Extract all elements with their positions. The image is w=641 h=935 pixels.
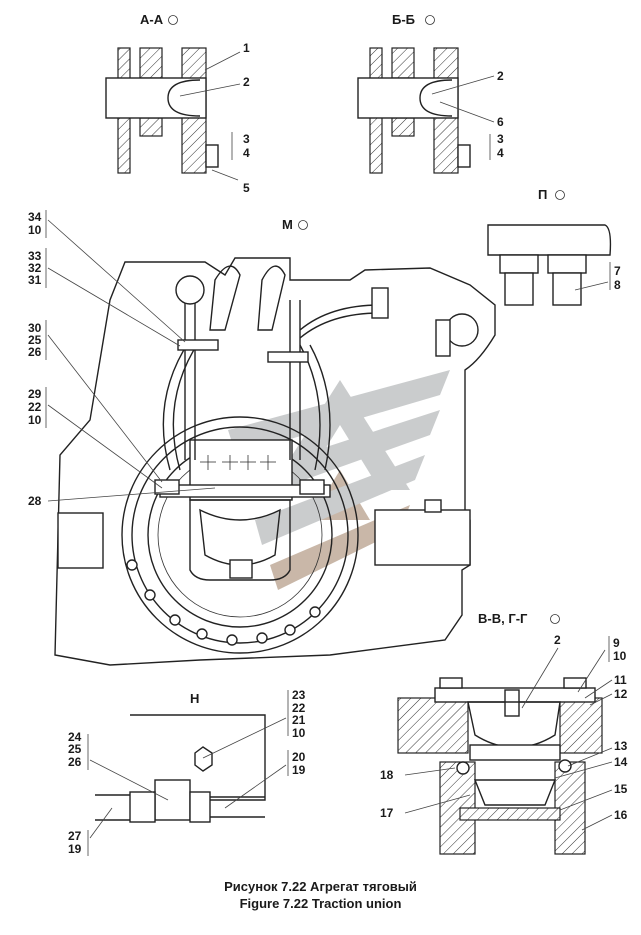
view-n-title: Н [190, 691, 199, 706]
callout-bb-4: 4 [497, 146, 504, 160]
callout-p-8: 8 [614, 278, 621, 292]
view-bb-marker-icon [425, 15, 435, 25]
view-p: П 7 8 [487, 187, 621, 306]
view-bb: Б-Б 2 6 3 4 [357, 12, 504, 174]
view-p-title: П [538, 187, 547, 202]
view-aa: А-А 1 2 3 4 5 [105, 12, 250, 195]
callout-n-27: 27 [68, 829, 82, 843]
callout-aa-3: 3 [243, 132, 250, 146]
callout-aa-2: 2 [243, 75, 250, 89]
callout-n-26: 26 [68, 755, 82, 769]
callout-m-10a: 10 [28, 223, 42, 237]
callout-m-28: 28 [28, 494, 42, 508]
callout-n-23: 23 [292, 688, 306, 702]
callout-n-10: 10 [292, 726, 306, 740]
view-vv-title: В-В, Г-Г [478, 611, 528, 626]
view-bb-title: Б-Б [392, 12, 415, 27]
callout-m-32: 32 [28, 261, 42, 275]
figure-caption-en: Figure 7.22 Traction union [239, 896, 402, 911]
view-vv-marker-icon [550, 614, 560, 624]
callout-m-31: 31 [28, 273, 42, 287]
callout-aa-5: 5 [243, 181, 250, 195]
view-m: М [28, 210, 496, 666]
callout-n-21: 21 [292, 713, 306, 727]
callout-bb-2: 2 [497, 69, 504, 83]
callout-vv-10: 10 [613, 649, 627, 663]
callout-n-25: 25 [68, 742, 82, 756]
callout-m-26: 26 [28, 345, 42, 359]
callout-vv-2: 2 [554, 633, 561, 647]
callout-bb-6: 6 [497, 115, 504, 129]
callout-n-20: 20 [292, 750, 306, 764]
view-vv-gg: В-В, Г-Г 2 9 10 11 12 13 14 15 16 [380, 611, 628, 855]
figure-caption-ru: Рисунок 7.22 Агрегат тяговый [224, 879, 417, 894]
callout-m-33: 33 [28, 249, 42, 263]
callout-n-22: 22 [292, 701, 306, 715]
callout-p-7: 7 [614, 264, 621, 278]
callout-m-34: 34 [28, 210, 42, 224]
callout-vv-9: 9 [613, 636, 620, 650]
view-aa-title: А-А [140, 12, 164, 27]
callout-n-19a: 19 [292, 763, 306, 777]
flange-bolts [126, 559, 321, 646]
callout-vv-14: 14 [614, 755, 628, 769]
callout-bb-3: 3 [497, 132, 504, 146]
callout-vv-16: 16 [614, 808, 628, 822]
callout-vv-17: 17 [380, 806, 394, 820]
callout-m-30: 30 [28, 321, 42, 335]
view-aa-marker-icon [168, 15, 178, 25]
callout-n-24: 24 [68, 730, 82, 744]
callout-aa-4: 4 [243, 146, 250, 160]
callout-m-29: 29 [28, 387, 42, 401]
view-m-marker-icon [298, 220, 308, 230]
view-p-marker-icon [555, 190, 565, 200]
callout-m-10b: 10 [28, 413, 42, 427]
callout-m-25: 25 [28, 333, 42, 347]
callout-vv-18: 18 [380, 768, 394, 782]
callout-m-22: 22 [28, 400, 42, 414]
callout-aa-1: 1 [243, 41, 250, 55]
callout-n-19b: 19 [68, 842, 82, 856]
callout-vv-13: 13 [614, 739, 628, 753]
view-m-title: М [282, 217, 293, 232]
callout-vv-12: 12 [614, 687, 628, 701]
callout-vv-15: 15 [614, 782, 628, 796]
callout-vv-11: 11 [614, 673, 627, 687]
view-n: Н 23 22 21 10 24 25 26 20 19 27 19 [68, 688, 306, 856]
